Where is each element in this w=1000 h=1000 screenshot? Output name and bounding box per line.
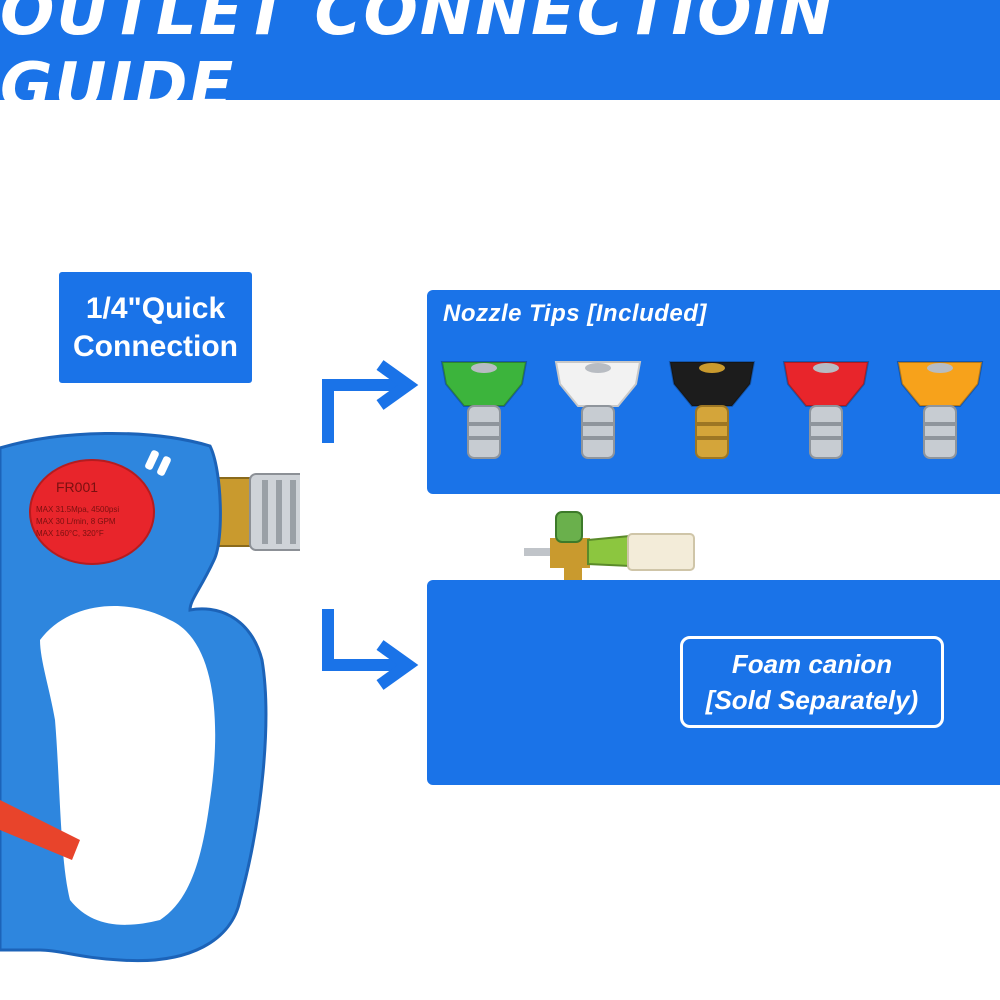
arrow-to-nozzle-tips-icon: [322, 360, 419, 443]
quick-connection-line2: Connection: [73, 329, 238, 363]
nozzle-tips-panel: Nozzle Tips [Included]: [427, 290, 1000, 494]
green-nozzle-tip: [440, 361, 528, 459]
quick-connection-line1: 1/4"Quick: [85, 291, 226, 325]
page-title: OUTLET CONNECTIOIN GUIDE: [0, 0, 835, 124]
spray-gun-image: FR001 MAX 31.5Mpa, 4500psi MAX 30 L/min,…: [0, 431, 300, 963]
quick-connection-label: 1/4"Quick Connection: [59, 272, 252, 383]
foam-cannon-line1: Foam canion: [731, 649, 893, 679]
gun-label-line2: MAX 30 L/min, 8 GPM: [36, 517, 116, 526]
foam-cannon-panel: Foam canion [Sold Separately): [427, 580, 1000, 785]
white-nozzle-tip: [554, 361, 642, 459]
gun-label-line1: MAX 31.5Mpa, 4500psi: [36, 505, 119, 514]
foam-cannon-line2: [Sold Separately): [705, 685, 919, 715]
foam-cannon-note: Foam canion [Sold Separately): [680, 636, 944, 728]
arrow-to-foam-cannon-icon: [322, 609, 419, 690]
nozzle-tips-row: [440, 361, 984, 459]
header-banner: OUTLET CONNECTIOIN GUIDE: [0, 0, 1000, 124]
yellow-nozzle-tip: [896, 361, 984, 459]
black-nozzle-tip: [668, 361, 756, 459]
gun-label-model: FR001: [56, 479, 98, 495]
gun-label-line3: MAX 160°C, 320°F: [36, 529, 104, 538]
quick-connector: [211, 473, 300, 551]
red-nozzle-tip: [782, 361, 870, 459]
nozzle-tips-title: Nozzle Tips [Included]: [443, 300, 707, 327]
